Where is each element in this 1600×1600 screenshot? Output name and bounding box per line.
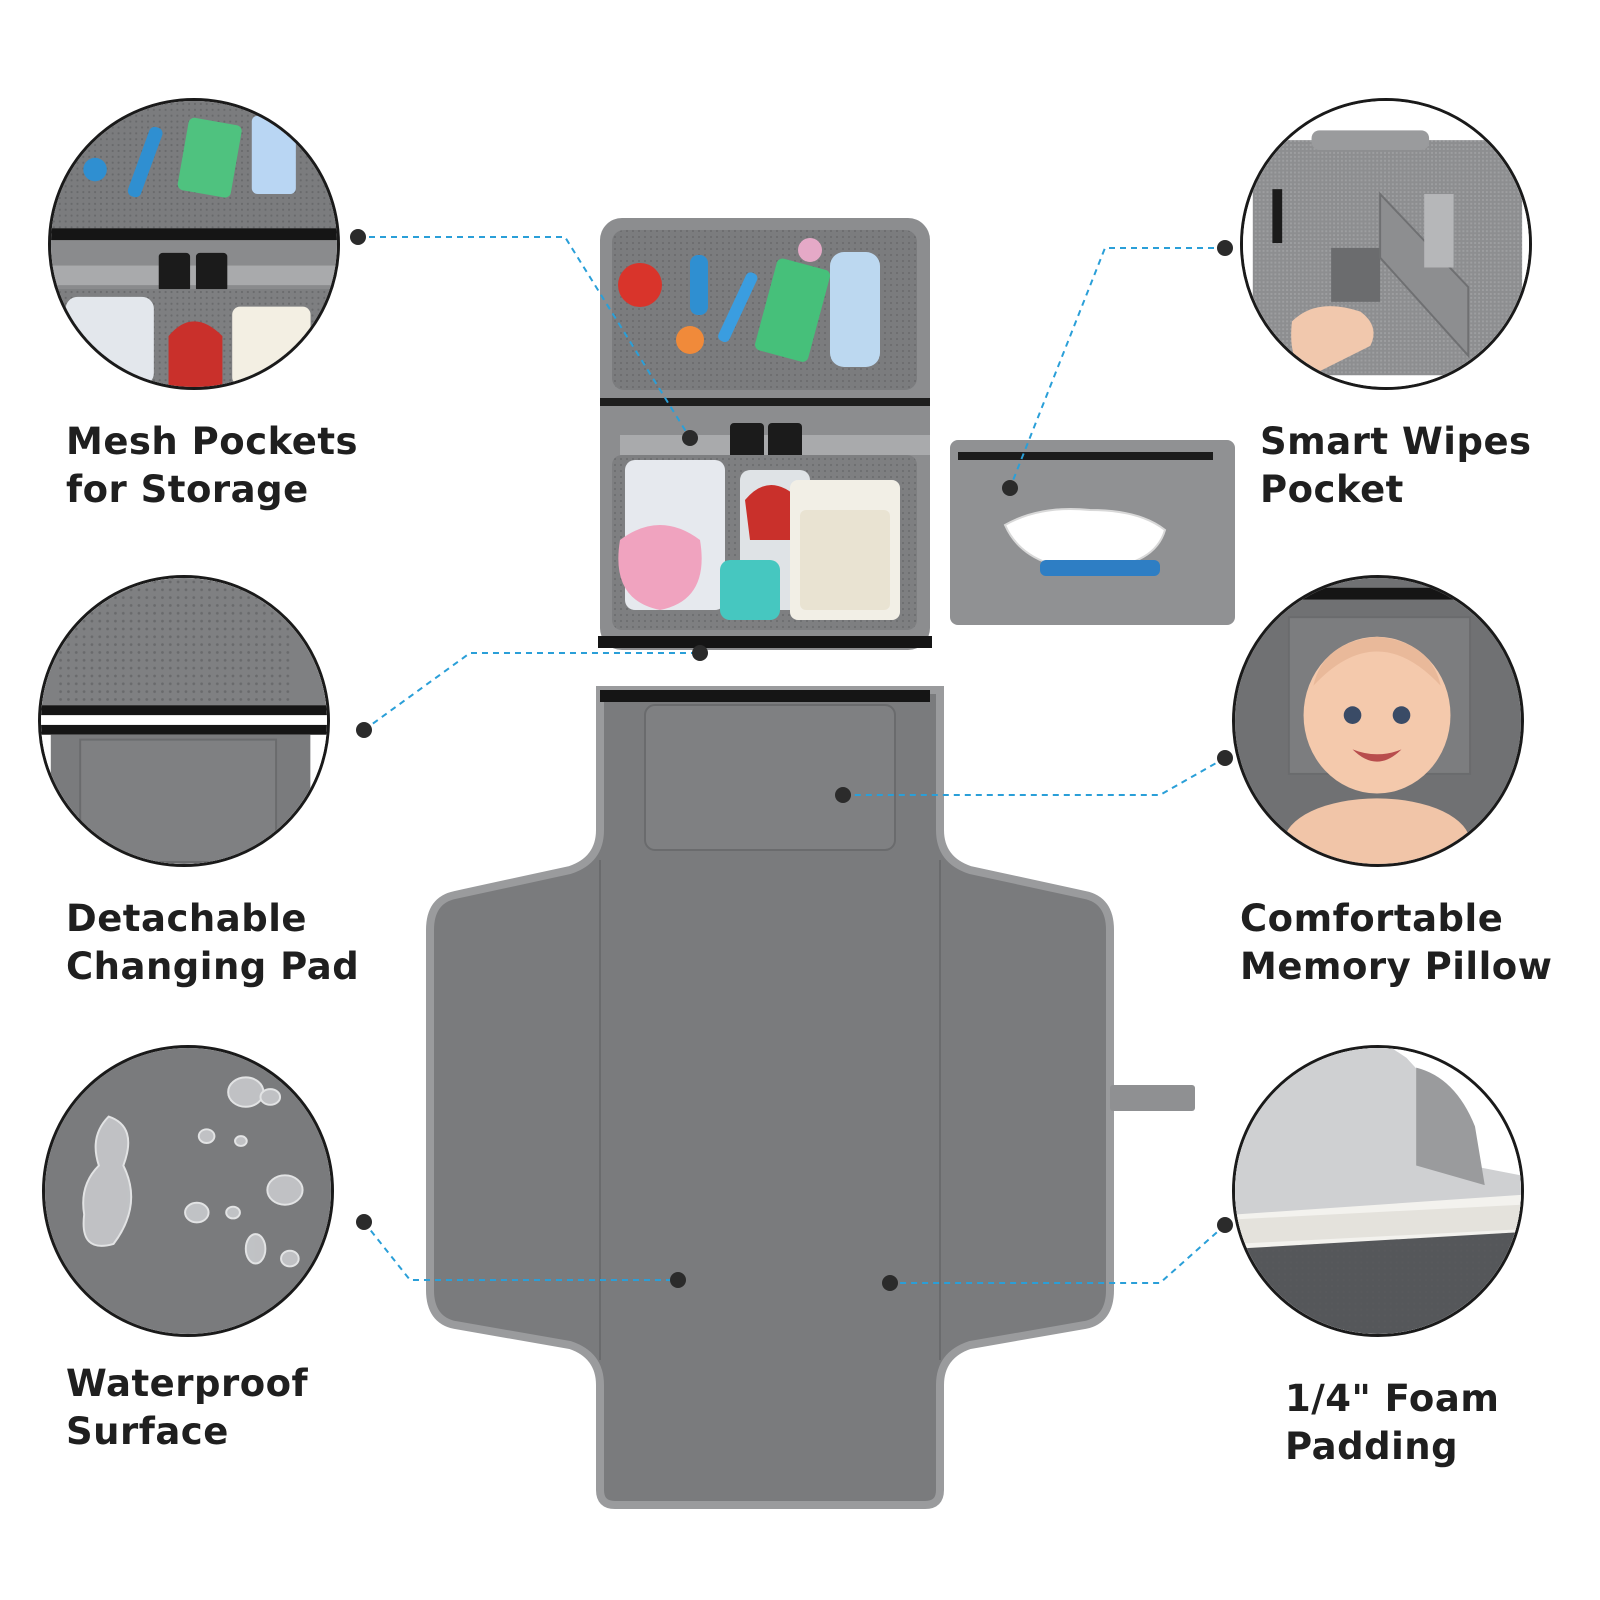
memory-pillow-detail-image (1232, 575, 1524, 867)
waterproof-line2: Surface (66, 1410, 229, 1453)
smart-wipes-detail-image (1240, 98, 1532, 390)
dot-mesh-circle (350, 229, 366, 245)
dot-pad-product (692, 645, 708, 661)
dot-waterproof-product (670, 1272, 686, 1288)
waterproof-label: Waterproof Surface (66, 1360, 308, 1456)
wipes-pocket (950, 440, 1235, 625)
foam-padding-detail-image (1232, 1045, 1524, 1337)
smart-wipes-line2: Pocket (1260, 468, 1404, 511)
foam-padding-line1: 1/4" Foam (1285, 1377, 1500, 1420)
dot-mesh-product (682, 430, 698, 446)
detachable-pad-label: Detachable Changing Pad (66, 895, 359, 991)
memory-pillow-label: Comfortable Memory Pillow (1240, 895, 1552, 991)
dot-pillow-product (835, 787, 851, 803)
organizer-body (598, 218, 932, 650)
memory-pillow-line2: Memory Pillow (1240, 945, 1553, 988)
dot-foam-product (882, 1275, 898, 1291)
detachable-pad-detail-image (38, 575, 330, 867)
detachable-pad-line2: Changing Pad (66, 945, 360, 988)
memory-pillow-line1: Comfortable (1240, 897, 1504, 940)
mesh-pockets-line1: Mesh Pockets (66, 420, 359, 463)
mesh-pockets-detail-image (48, 98, 340, 390)
dot-foam-circle (1217, 1217, 1233, 1233)
smart-wipes-label: Smart Wipes Pocket (1260, 418, 1532, 514)
detachable-pad-line1: Detachable (66, 897, 307, 940)
mesh-pockets-line2: for Storage (66, 468, 309, 511)
dot-waterproof-circle (356, 1214, 372, 1230)
waterproof-detail-image (42, 1045, 334, 1337)
foam-padding-label: 1/4" Foam Padding (1285, 1375, 1499, 1471)
changing-pad (426, 686, 1195, 1509)
dot-wipes-product (1002, 480, 1018, 496)
waterproof-line1: Waterproof (66, 1362, 309, 1405)
foam-padding-line2: Padding (1285, 1425, 1459, 1468)
smart-wipes-line1: Smart Wipes (1260, 420, 1532, 463)
mesh-pockets-label: Mesh Pockets for Storage (66, 418, 358, 514)
dot-pad-circle (356, 722, 372, 738)
dot-wipes-circle (1217, 240, 1233, 256)
dot-pillow-circle (1217, 750, 1233, 766)
